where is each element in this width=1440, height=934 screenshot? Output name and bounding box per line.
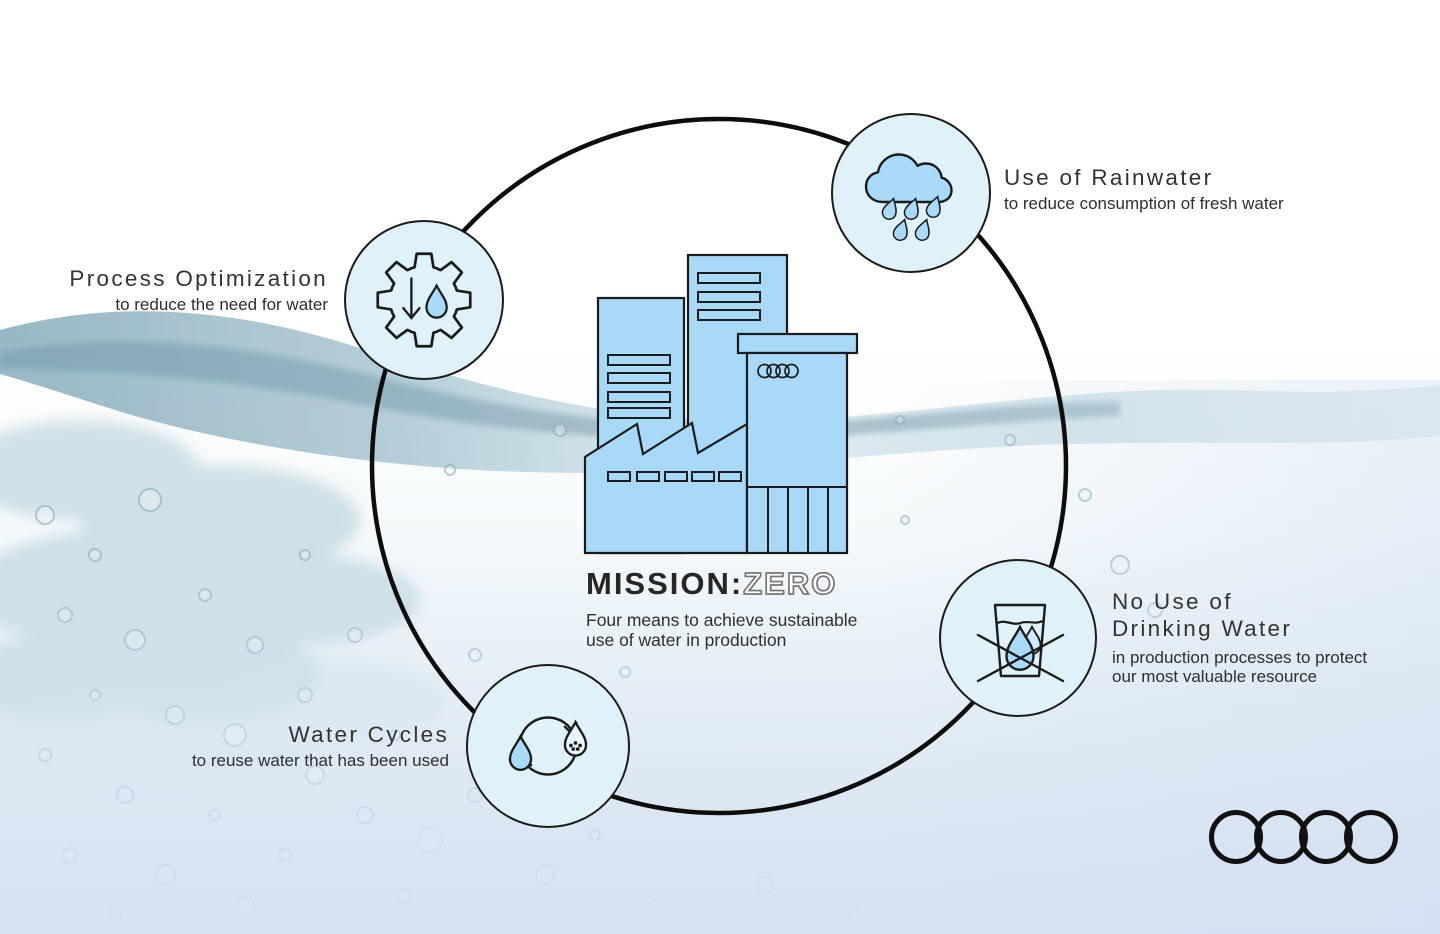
water-cycles-subtitle: to reuse water that has been used	[191, 751, 449, 770]
label-process-optimization: Process Optimization to reduce the need …	[69, 265, 328, 314]
rain-cloud-icon	[856, 138, 966, 248]
process-optimization-title: Process Optimization	[69, 266, 328, 291]
use-of-rainwater-subtitle: to reduce consumption of fresh water	[1004, 194, 1284, 213]
no-drinking-water-title-line1: No Use of	[1112, 589, 1233, 614]
audi-rings-logo	[1209, 810, 1398, 864]
water-cycles-title: Water Cycles	[288, 722, 449, 747]
bottom-gradient-tint	[0, 540, 1440, 934]
no-drinking-water-title-line2: Drinking Water	[1112, 616, 1293, 641]
crossed-water-glass-icon	[963, 583, 1073, 693]
process-optimization-subtitle: to reduce the need for water	[115, 295, 328, 314]
node-water-cycles	[466, 664, 630, 828]
label-no-drinking-water: No Use of Drinking Water in production p…	[1112, 588, 1367, 686]
mission-zero-title: MISSION:ZERO	[586, 565, 857, 602]
center-subtitle-line1: Four means to achieve sustainable	[586, 610, 858, 630]
water-cycle-drops-icon	[492, 690, 604, 802]
label-use-of-rainwater: Use of Rainwater to reduce consumption o…	[1004, 164, 1284, 213]
center-subtitle-line2: use of water in production	[586, 629, 787, 650]
node-use-of-rainwater	[831, 113, 991, 273]
no-drinking-water-subtitle-line2: our most valuable resource	[1112, 667, 1318, 686]
use-of-rainwater-title: Use of Rainwater	[1004, 165, 1214, 190]
label-water-cycles: Water Cycles to reuse water that has bee…	[192, 721, 449, 770]
mission-title-solid: MISSION:	[586, 566, 744, 601]
zero-title-outline: ZERO	[742, 565, 838, 602]
node-no-drinking-water	[939, 559, 1097, 717]
center-title-block: MISSION:ZERO Four means to achieve susta…	[586, 565, 858, 650]
gear-water-drop-icon	[370, 246, 478, 354]
audi-rings-building-icon	[757, 363, 799, 379]
no-drinking-water-subtitle-line1: in production processes to protect	[1112, 648, 1368, 667]
factory-illustration	[583, 253, 859, 555]
node-process-optimization	[344, 220, 504, 380]
